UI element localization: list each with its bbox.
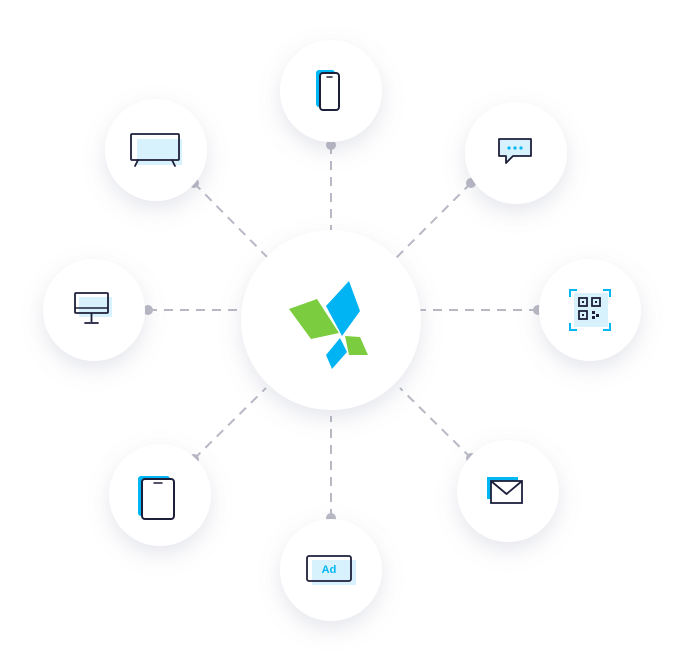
channel-node-tablet: [109, 444, 211, 546]
desktop-monitor-icon: [74, 292, 112, 324]
channel-node-tv: [105, 99, 207, 201]
channel-node-qr-code: [539, 259, 641, 361]
tablet-icon: [138, 476, 175, 520]
logo-green-left: [289, 299, 339, 339]
channel-node-mobile-phone: [280, 40, 382, 142]
envelope-icon: [487, 477, 523, 504]
tv-icon: [130, 133, 182, 167]
logo-blue-top: [326, 281, 360, 336]
hub-circle: [241, 230, 421, 410]
logo-blue-bottom: [326, 338, 347, 369]
qr-code-icon: [569, 289, 611, 331]
hub-node: [241, 230, 421, 410]
channel-node-display-ad: Ad: [280, 519, 382, 621]
connector-tv: [193, 182, 271, 261]
connector-email: [399, 387, 472, 459]
ad-banner-icon: Ad: [306, 555, 356, 585]
dot-desktop: [143, 305, 153, 315]
brand-logo-icon: [289, 281, 368, 369]
connector-sms-chat: [391, 182, 472, 263]
chat-bubble-icon: [498, 138, 532, 164]
channel-node-sms-chat: [465, 102, 567, 204]
ad-label: Ad: [322, 564, 337, 576]
channel-node-desktop: [43, 259, 145, 361]
mobile-phone-icon: [316, 70, 340, 111]
channel-node-email: [457, 440, 559, 542]
logo-green-right: [345, 336, 368, 355]
connectors: [148, 145, 538, 518]
connector-tablet: [193, 387, 267, 460]
dot-mobile-phone: [326, 140, 336, 150]
